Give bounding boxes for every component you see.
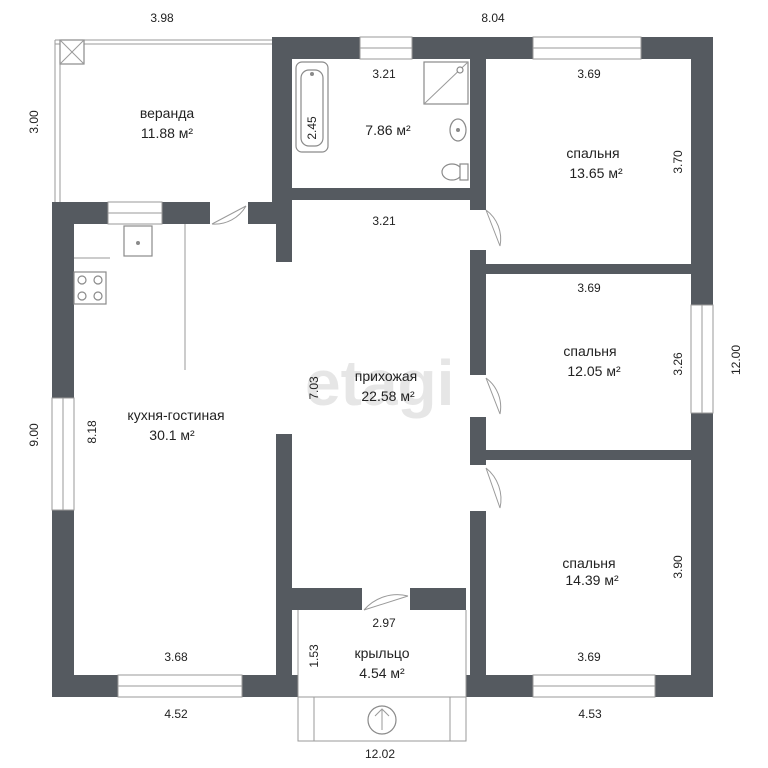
- porch-name: крыльцо: [354, 645, 409, 661]
- veranda-name: веранда: [140, 105, 195, 121]
- dim-kitchen-width: 3.68: [164, 650, 188, 664]
- dim-bottom-total: 12.02: [365, 747, 395, 761]
- veranda-area: 11.88 м²: [141, 125, 194, 141]
- porch-area: 4.54 м²: [359, 665, 405, 681]
- dim-left-height: 9.00: [27, 423, 41, 447]
- bedroom2-area: 12.05 м²: [567, 363, 621, 379]
- kitchen-name: кухня-гостиная: [127, 407, 224, 423]
- windows: [51, 36, 714, 698]
- dim-right-height: 12.00: [729, 345, 743, 375]
- dim-bottom-right: 4.53: [578, 707, 602, 721]
- door-openings: [210, 202, 486, 610]
- dimension-labels: 3.98 8.04 3.00 9.00 12.00 4.52 4.53 12.0…: [27, 11, 743, 761]
- kitchen-partitions: [74, 224, 186, 370]
- dim-porch-height: 1.53: [307, 644, 321, 668]
- veranda-outline: [54, 39, 272, 202]
- porch-outline: [297, 610, 467, 742]
- dim-bed2-height: 3.26: [671, 352, 685, 376]
- bathroom-area: 7.86 м²: [365, 122, 411, 138]
- dim-veranda-height: 3.00: [27, 110, 41, 134]
- bedroom1-name: спальня: [566, 145, 619, 161]
- door-swings: [211, 205, 502, 611]
- dim-top-right: 8.04: [481, 11, 505, 25]
- dim-hall-height: 7.03: [307, 376, 321, 400]
- dim-porch-width: 2.97: [372, 616, 396, 630]
- kitchen-area: 30.1 м²: [149, 427, 195, 443]
- dim-bottom-left: 4.52: [164, 707, 188, 721]
- bedroom1-area: 13.65 м²: [569, 165, 623, 181]
- dim-top-left: 3.98: [150, 11, 174, 25]
- watermark: etagi: [305, 347, 454, 419]
- bedroom3-name: спальня: [562, 555, 615, 571]
- bedroom2-name: спальня: [563, 343, 616, 359]
- hallway-name: прихожая: [355, 368, 417, 384]
- bedroom3-area: 14.39 м²: [565, 572, 619, 588]
- dim-bed3-height: 3.90: [671, 555, 685, 579]
- dim-bed3-width: 3.69: [577, 650, 601, 664]
- dim-hall-top: 3.21: [372, 214, 396, 228]
- hallway-area: 22.58 м²: [361, 388, 415, 404]
- dim-bed1-width: 3.69: [577, 67, 601, 81]
- dim-bath-top: 3.21: [372, 67, 396, 81]
- dim-bed1-height: 3.70: [671, 150, 685, 174]
- room-labels: веранда 11.88 м² 7.86 м² спальня 13.65 м…: [127, 105, 623, 681]
- fixtures: [73, 61, 469, 305]
- dim-bath-height: 2.45: [305, 116, 319, 140]
- dim-kitchen-height: 8.18: [85, 420, 99, 444]
- toilet-icon: [441, 163, 463, 181]
- dim-bed2-width: 3.69: [577, 281, 601, 295]
